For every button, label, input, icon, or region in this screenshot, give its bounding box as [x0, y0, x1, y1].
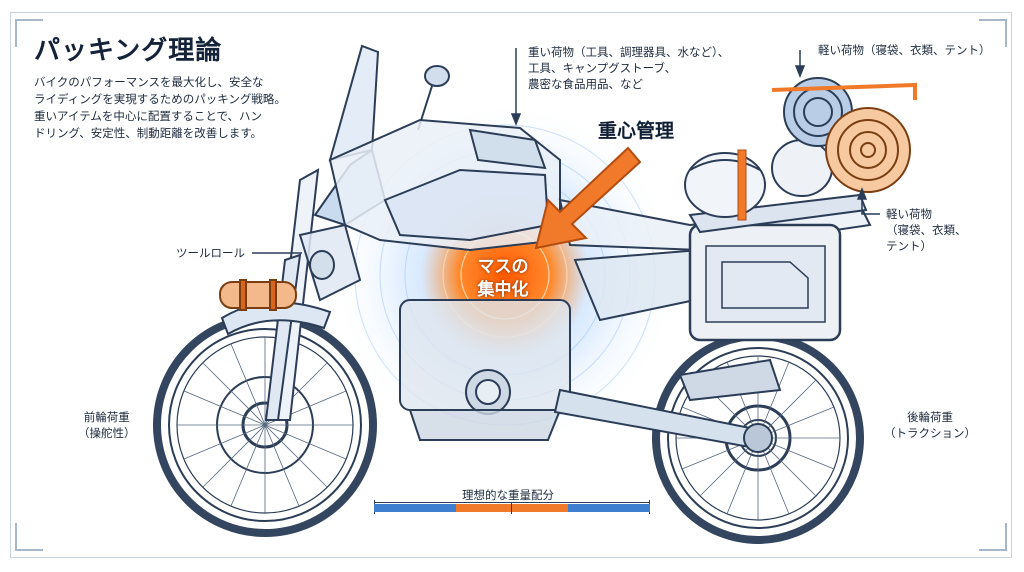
- heavy-cargo-line: 工具、キャンプグストーブ、: [528, 61, 677, 75]
- intro-line: バイクのパフォーマンスを最大化し、安全な: [34, 75, 264, 89]
- intro-line: ドリング、安定性、制動距離を改善します。: [34, 126, 263, 140]
- center-of-gravity-arrow: [534, 146, 642, 250]
- rear-load-line: 後輪荷重: [907, 410, 953, 424]
- intro-text: バイクのパフォーマンスを最大化し、安全な ライディングを実現するためのパッキング…: [34, 74, 304, 142]
- heavy-cargo-line: 重い荷物（工具、調理器具、水など）、: [528, 45, 730, 59]
- cargo-strap: [771, 82, 917, 100]
- frame-corner: [979, 523, 1007, 551]
- exhaust: [678, 358, 782, 402]
- heavy-cargo-label: 重い荷物（工具、調理器具、水など）、 工具、キャンプグストーブ、 農密な食品用品…: [528, 44, 729, 92]
- bar-center-tick: [511, 502, 512, 514]
- rear-load-label: 後輪荷重 （トラクション）: [884, 409, 976, 441]
- front-load-label: 前輪荷重 （操舵性）: [78, 409, 136, 441]
- heavy-cargo-line: 農密な食品用品、など: [528, 77, 643, 91]
- dry-bag-left: [684, 149, 766, 221]
- bar-top-line: [374, 502, 650, 503]
- mirror: [417, 65, 450, 131]
- mass-line: マスの: [477, 257, 529, 277]
- rear-rack: [688, 193, 868, 234]
- tent-roll: [825, 107, 911, 193]
- pannier-box: [688, 223, 842, 342]
- light-cargo-top-label: 軽い荷物（寝袋、衣類、テント）: [818, 43, 991, 57]
- mass-centralization-label: マスの 集中化: [458, 256, 548, 302]
- frame-corner: [15, 19, 43, 47]
- engine: [399, 299, 571, 441]
- bar-segment-rear: [568, 504, 650, 512]
- front-load-line: （操舵性）: [78, 426, 136, 440]
- light-cargo-line: テント）: [886, 239, 932, 253]
- intro-line: ライディングを実現するためのパッキング戦略。: [34, 92, 286, 106]
- intro-line: 重いアイテムを中心に配置することで、ハン: [34, 109, 263, 123]
- weight-distribution-bar: [374, 500, 650, 514]
- headlight: [309, 250, 335, 280]
- tool-roll: [219, 279, 297, 311]
- outer-frame: [10, 12, 1012, 558]
- swingarm: [553, 388, 773, 453]
- light-cargo-line: （寝袋、衣類、: [886, 223, 967, 237]
- tool-roll-label: ツールロール: [176, 246, 245, 260]
- front-load-line: 前輪荷重: [83, 410, 130, 424]
- bar-segment-front: [374, 504, 456, 512]
- frame-corner: [15, 523, 43, 551]
- page-title: パッキング理論: [34, 36, 223, 66]
- mass-line: 集中化: [477, 280, 529, 300]
- frame-corner: [979, 19, 1007, 47]
- leader-lines: [252, 48, 880, 254]
- light-cargo-line: 軽い荷物: [886, 207, 932, 221]
- light-cargo-side-label: 軽い荷物 （寝袋、衣類、 テント）: [886, 206, 967, 254]
- front-wheel: [153, 313, 377, 537]
- dry-bag-middle: [771, 139, 833, 197]
- rear-load-line: （トラクション）: [884, 426, 976, 440]
- ideal-distribution-label: 理想的な重量配分: [462, 488, 554, 502]
- bar-segment-center: [456, 504, 568, 512]
- center-of-gravity-heading: 重心管理: [598, 120, 675, 142]
